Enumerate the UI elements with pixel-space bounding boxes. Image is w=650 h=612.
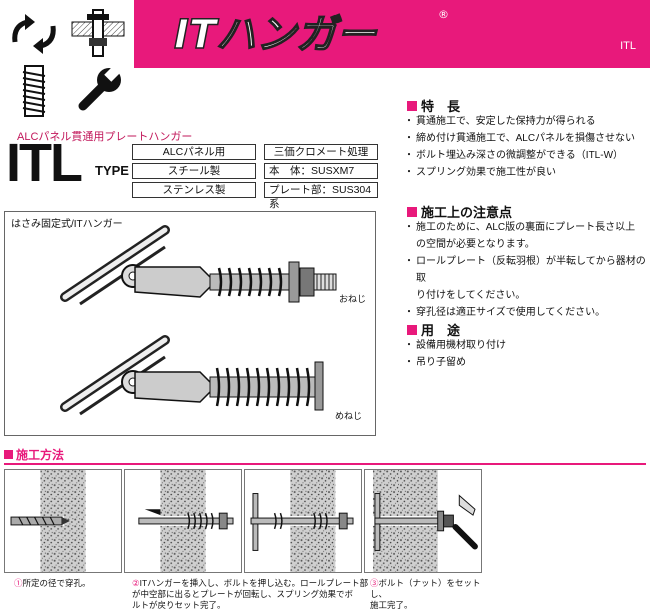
method-step1-text: ①所定の径で穿孔。	[14, 578, 91, 588]
material-stainless: ステンレス製	[132, 182, 256, 198]
type-suffix: TYPE	[95, 163, 129, 178]
use-item: 設備用機材取り付け	[404, 337, 506, 354]
method-step3-figure	[364, 469, 482, 573]
precaution-item-cont: り付けをしてください。	[416, 290, 526, 301]
female-thread-hanger	[60, 335, 324, 416]
plate-value: ：SUS304系	[269, 184, 372, 210]
clamp-icon	[69, 4, 127, 62]
svg-text:ITハンガー: ITハンガー	[174, 12, 378, 58]
precaution-item: 穿孔径は適正サイズで使用してください。	[404, 304, 650, 321]
method-step2a-figure	[124, 469, 242, 573]
product-subtitle: ALCパネル貫通用プレートハンガー	[17, 131, 193, 143]
type-code: ITL	[6, 133, 83, 193]
precaution-item-cont: の空間が必要となります。	[416, 239, 535, 250]
rotation-arrows-icon	[5, 4, 63, 62]
illustration-title: はさみ固定式/ITハンガー	[11, 219, 123, 230]
body-spec: 本 体：SUSXM7	[264, 163, 378, 179]
method-step2b-figure	[244, 469, 362, 573]
plate-label: プレート部	[269, 184, 322, 196]
title-banner: ITハンガー ® ITL	[134, 0, 650, 68]
precaution-item: 施工のために、ALC版の裏面にプレート長さ以上	[404, 219, 650, 236]
body-value: ：SUSXM7	[300, 165, 355, 177]
features-list: 貫通施工で、安定した保持力が得られる 締め付け貫通施工で、ALCパネルを損傷させ…	[404, 113, 635, 181]
precautions-list: 施工のために、ALC版の裏面にプレート長さ以上 の空間が必要となります。 ロール…	[404, 219, 650, 321]
features-heading: 特 長	[407, 96, 460, 115]
method-step3-text: ③ボルト（ナット）をセットし、 施工完了。	[370, 578, 481, 610]
threaded-bolt-icon	[5, 62, 63, 120]
brand-title: ITハンガー	[174, 11, 379, 58]
female-thread-caption: めねじ	[335, 411, 363, 421]
precautions-heading: 施工上の注意点	[407, 202, 512, 221]
male-thread-caption: おねじ	[339, 294, 367, 304]
use-item: 吊り子留め	[404, 354, 506, 371]
feature-item: ボルト埋込み深さの微調整ができる（ITL-W）	[404, 147, 635, 164]
product-illustration: はさみ固定式/ITハンガー	[4, 211, 376, 436]
plate-spec: プレート部：SUS304系	[264, 182, 378, 210]
precaution-item: ロールプレート（反転羽根）が半転してから器材の取	[404, 253, 650, 287]
method-step1-figure	[4, 469, 122, 573]
material-steel: スチール製	[132, 163, 256, 179]
male-thread-hanger	[60, 225, 337, 306]
uses-list: 設備用機材取り付け 吊り子留め	[404, 337, 506, 371]
method-heading: 施工方法	[4, 446, 64, 463]
material-alc: ALCパネル用	[132, 144, 256, 160]
feature-item: 貫通施工で、安定した保持力が得られる	[404, 113, 635, 130]
registered-mark: ®	[438, 8, 449, 21]
uses-heading: 用 途	[407, 320, 460, 339]
feature-item: スプリング効果で施工性が良い	[404, 164, 635, 181]
product-code: ITL	[620, 40, 636, 52]
method-divider	[4, 463, 646, 465]
hanger-drawing	[60, 225, 337, 416]
feature-item: 締め付け貫通施工で、ALCパネルを損傷させない	[404, 130, 635, 147]
method-step2-text: ②ITハンガーを挿入し、ボルトを押し込む。ロールプレート部 が中空部に出るとプレ…	[132, 578, 369, 610]
body-label: 本 体	[269, 165, 301, 177]
wrench-icon	[69, 62, 127, 120]
finish-spec: 三価クロメート処理	[264, 144, 378, 160]
